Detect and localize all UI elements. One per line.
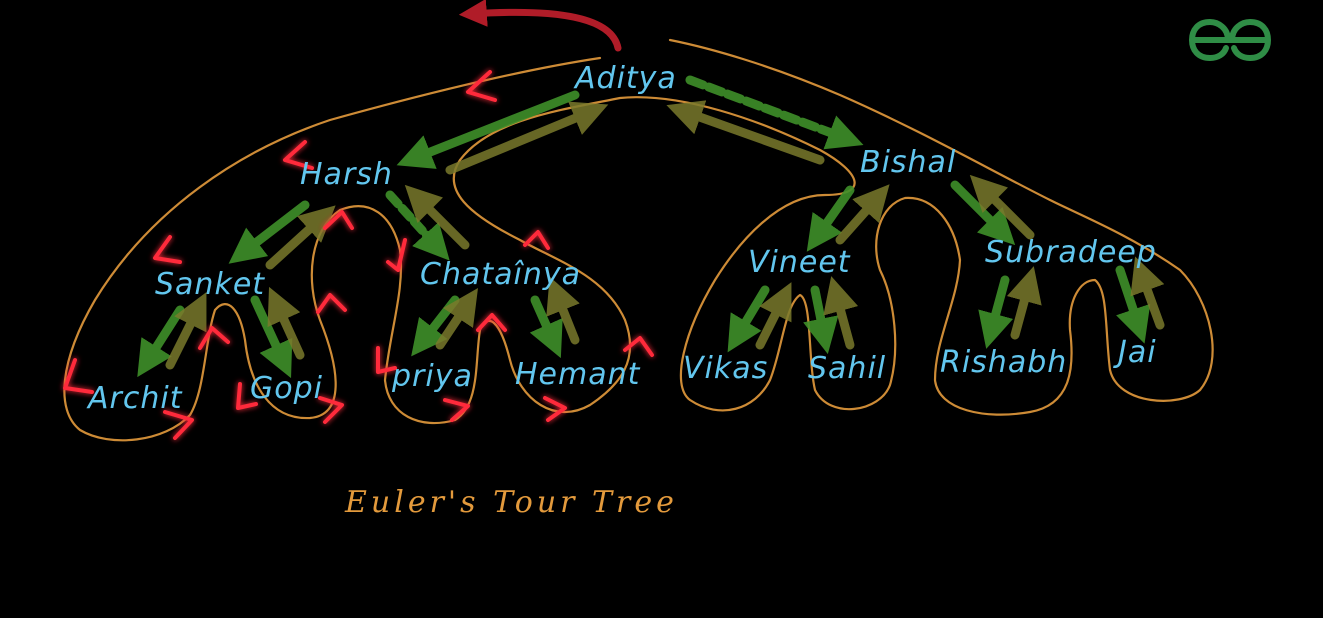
top-return-arrow [458,0,622,52]
visited-marker [316,293,347,314]
visited-marker [318,396,344,424]
edge-subradeep-bishal-return [969,174,1035,240]
visited-marker [63,358,94,394]
edge-sahil-vineet-return [823,276,859,350]
node-label-archit: Archit [86,381,183,416]
node-label-aditya: Aditya [573,61,677,96]
node-label-jai: Jai [1113,335,1157,370]
edge-archit-sanket-return [165,292,207,370]
edge-aditya-harsh-forward [396,90,580,169]
visited-markers [63,70,654,440]
edge-priya-chaitanya-return [435,288,478,350]
visited-marker [236,382,258,410]
node-label-sahil: Sahil [808,351,886,386]
visited-marker [623,336,654,357]
visited-marker [198,326,230,350]
edge-sanket-gopi-forward [250,295,293,379]
node-label-sanket: Sanket [155,267,265,302]
visited-marker [376,346,397,374]
node-label-harsh: Harsh [300,157,393,192]
node-label-gopi: Gopi [250,371,323,406]
edge-bishal-vineet-forward [806,185,855,252]
edge-bishal-aditya-return [666,100,825,165]
visited-marker [443,398,470,422]
edge-aditya-bishal-forward [685,75,864,150]
visited-marker [476,313,507,332]
edge-bishal-subradeep-forward [950,180,1016,246]
edge-subradeep-rishabh-forward [978,275,1014,349]
edge-chaitanya-harsh-return [404,184,470,250]
node-label-rishabh: Rishabh [940,345,1067,380]
visited-marker [466,70,497,102]
edge-jai-subradeep-return [1130,256,1165,330]
edge-hemant-chaitanya-return [546,276,580,345]
edge-sanket-harsh-return [265,205,336,270]
diagram-caption: Euler's Tour Tree [344,485,678,520]
edge-vineet-vikas-forward [727,285,770,353]
node-label-vikas: Vikas [683,351,768,386]
node-label-subradeep: Subradeep [985,235,1157,270]
edge-harsh-aditya-return [445,101,609,175]
node-label-bishal: Bishal [860,145,956,180]
edge-vikas-vineet-return [755,282,792,350]
edge-chaitanya-hemant-forward [529,295,563,359]
gfg-logo-icon [1188,18,1272,62]
forward-arrows [137,75,1151,379]
node-label-hemant: Hemant [515,357,641,392]
visited-marker [386,238,407,272]
visited-marker [283,140,314,170]
visited-marker [543,396,567,422]
visited-marker [323,210,354,230]
return-arrows [165,100,1165,370]
edge-vineet-bishal-return [835,184,890,245]
edge-vineet-sahil-forward [803,285,839,355]
edge-sanket-archit-forward [137,305,185,378]
edge-harsh-sanket-forward [228,200,310,264]
edge-subradeep-jai-forward [1115,265,1151,344]
edge-gopi-sanket-return [267,286,305,360]
node-label-chaitanya: Chataînya [420,257,581,292]
node-label-priya: priya [391,359,473,394]
visited-marker [163,410,194,440]
visited-marker [153,235,182,264]
tour-outline [63,38,1214,442]
edge-rishabh-subradeep-return [1006,266,1042,340]
node-label-vineet: Vineet [748,245,851,280]
visited-marker [523,230,550,250]
